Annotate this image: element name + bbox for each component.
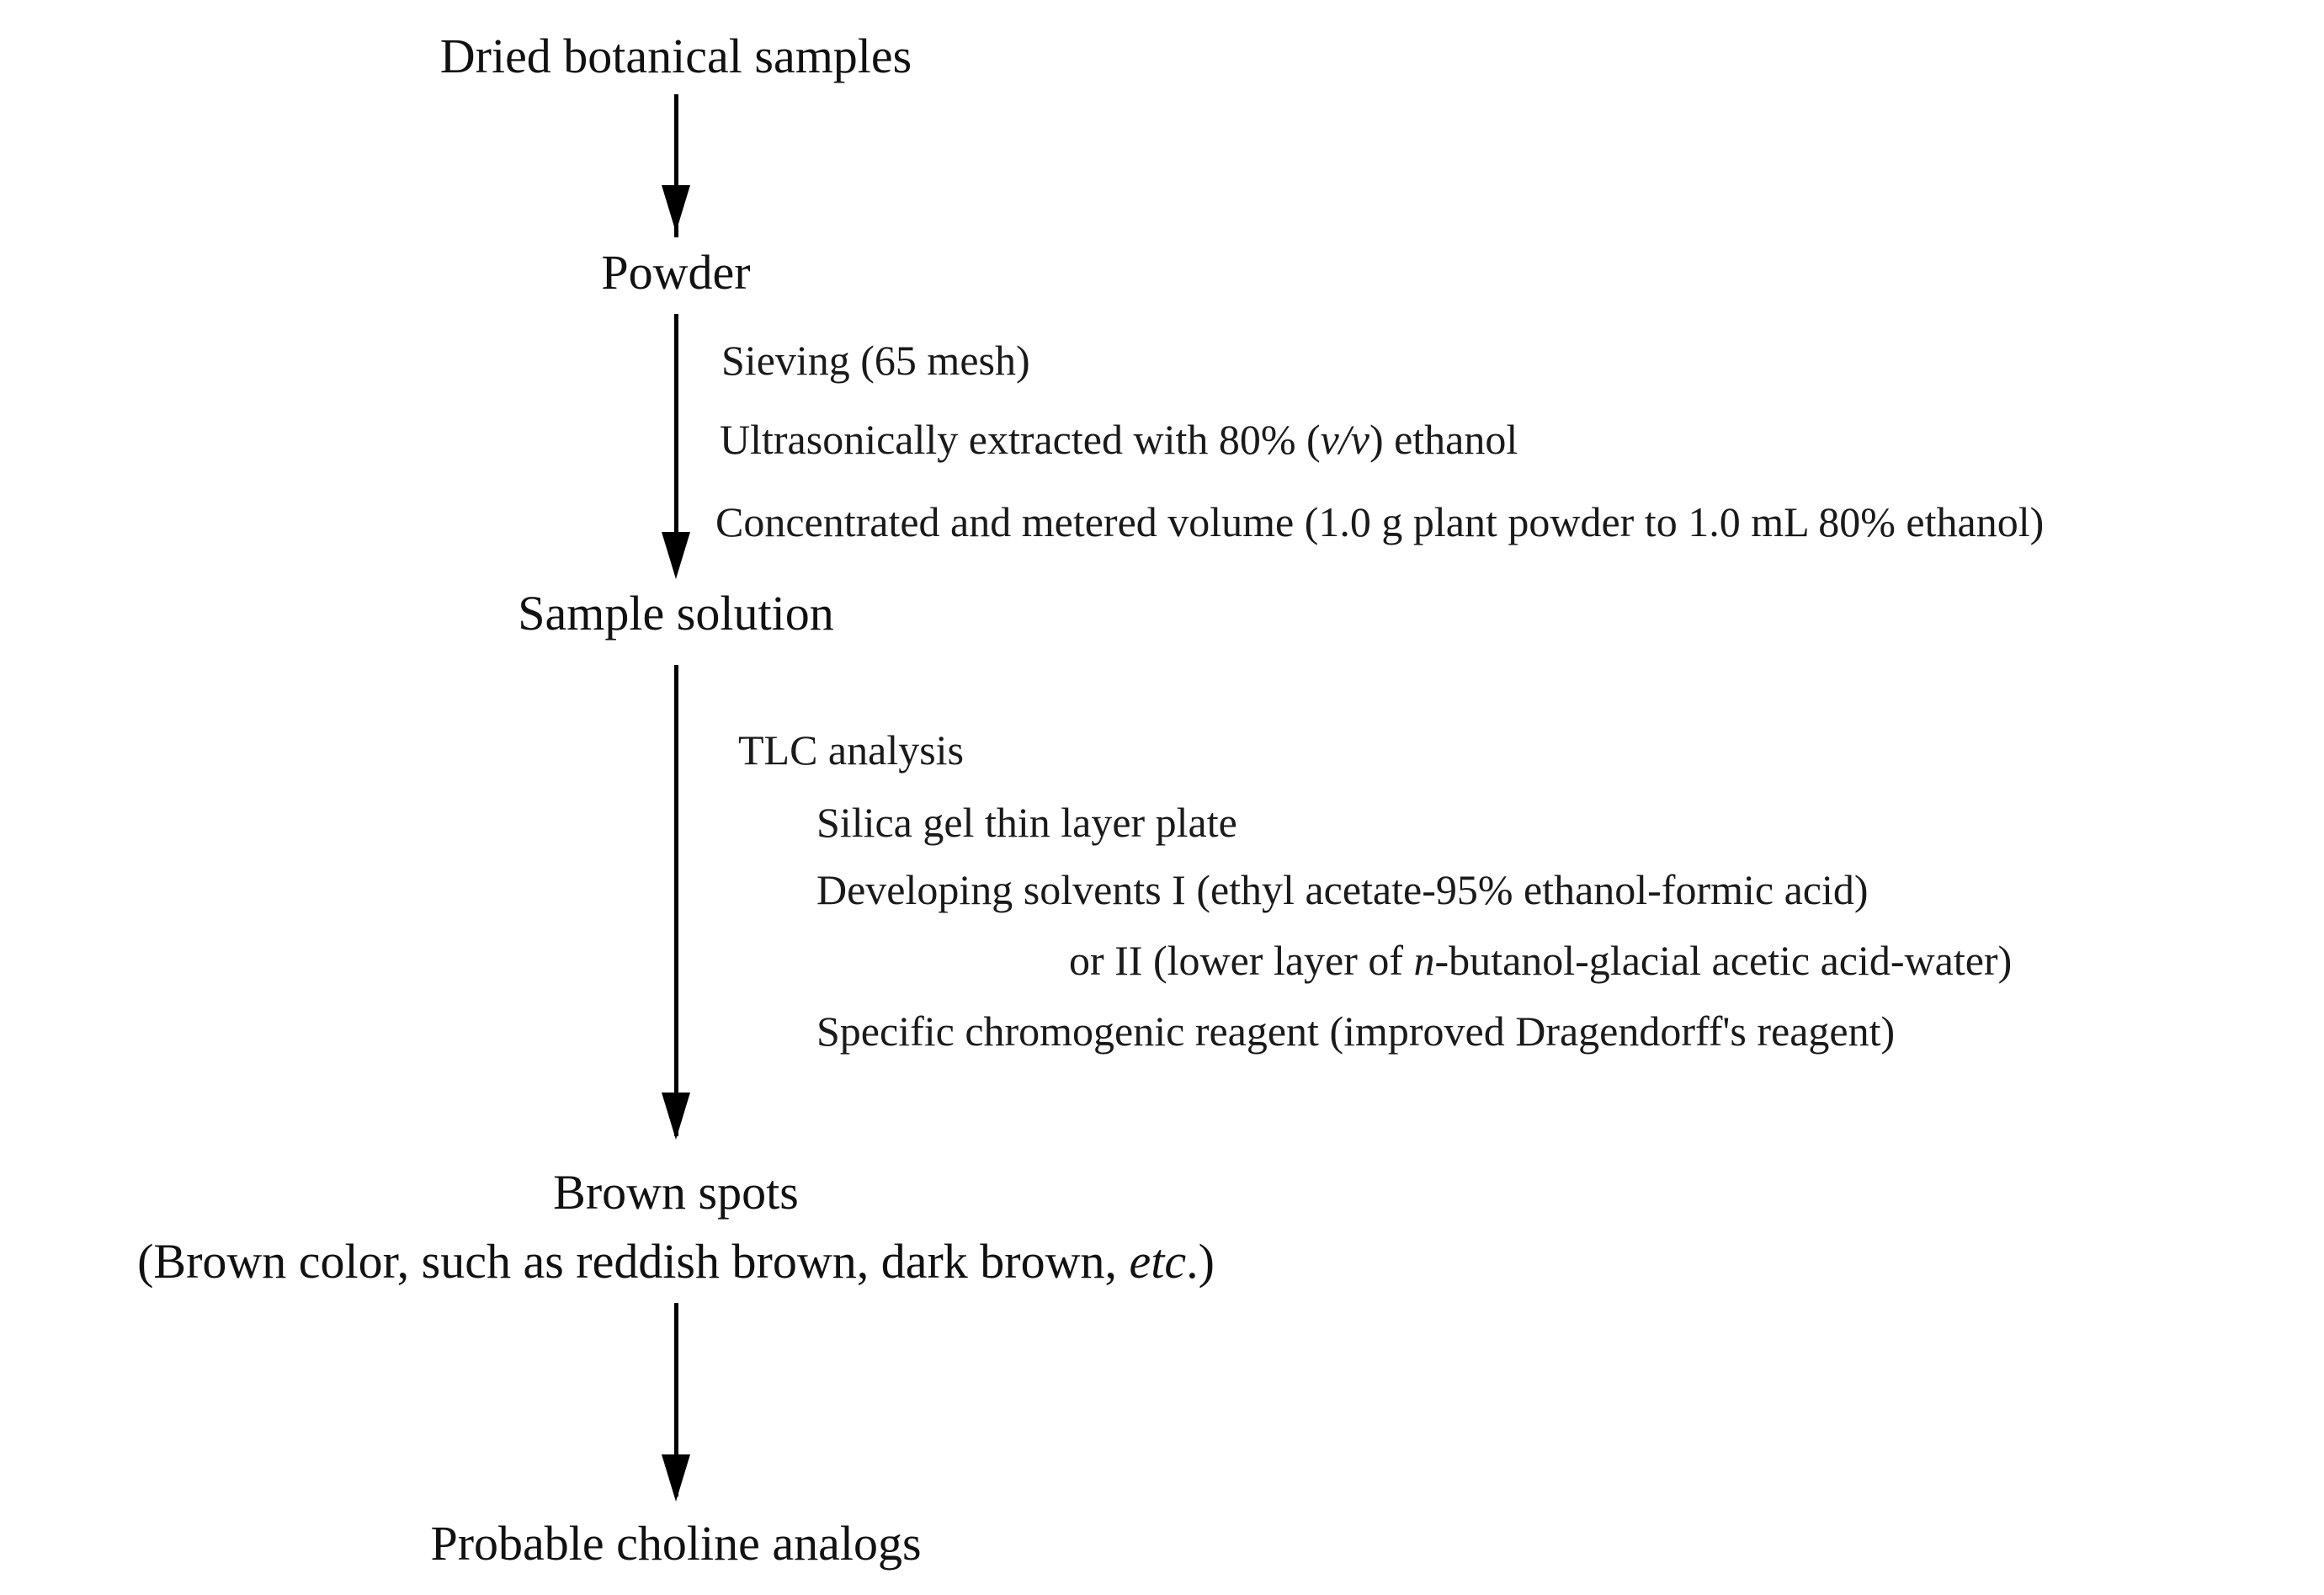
node-dried-botanical-samples: Dried botanical samples — [439, 29, 912, 83]
brown-note-etc: etc — [1129, 1234, 1187, 1289]
brown-note-close: .) — [1186, 1234, 1215, 1289]
node-powder: Powder — [601, 245, 751, 300]
step-ultrasonic-vv: v/v — [1320, 416, 1369, 463]
step-tlc-analysis: TLC analysis — [738, 726, 965, 774]
step-sieving: Sieving (65 mesh) — [721, 337, 1030, 384]
node-brown-spots: Brown spots — [553, 1165, 799, 1220]
node-sample-solution: Sample solution — [518, 586, 834, 641]
step-ultrasonic-extraction: Ultrasonically extracted with 80% (v/v) … — [720, 418, 1518, 460]
node-probable-choline-analogs: Probable choline analogs — [430, 1516, 922, 1571]
step-solvent2-n: n — [1413, 937, 1435, 984]
step-developing-solvents-2: or II (lower layer of n-butanol-glacial … — [1069, 939, 2012, 981]
step-chromogenic-reagent: Specific chromogenic reagent (improved D… — [816, 1008, 1896, 1055]
step-ultrasonic-text: Ultrasonically extracted with 80% ( — [720, 416, 1321, 463]
step-developing-solvents-1: Developing solvents I (ethyl acetate-95%… — [816, 866, 1869, 913]
node-brown-color-note: (Brown color, such as reddish brown, dar… — [137, 1237, 1215, 1286]
step-concentrated: Concentrated and metered volume (1.0 g p… — [715, 498, 2045, 545]
brown-note-text: (Brown color, such as reddish brown, dar… — [137, 1234, 1130, 1289]
step-ultrasonic-end: ) ethanol — [1369, 416, 1518, 463]
step-solvent2-end: -butanol-glacial acetic acid-water) — [1434, 937, 2013, 984]
step-solvent2-text: or II (lower layer of — [1069, 937, 1414, 984]
step-silica-gel: Silica gel thin layer plate — [816, 799, 1237, 846]
